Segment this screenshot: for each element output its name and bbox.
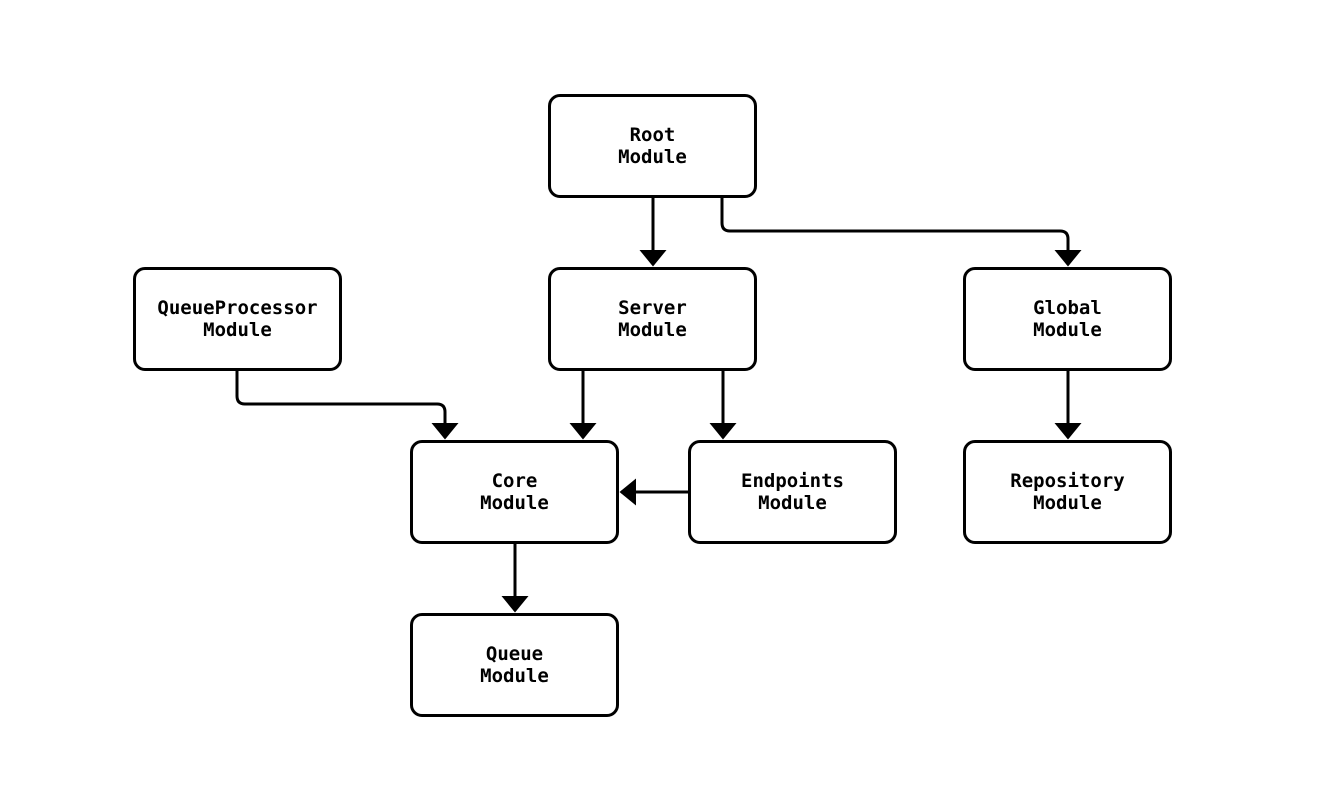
node-label: Repository Module xyxy=(1010,470,1125,514)
node-queueprocessor-module: QueueProcessor Module xyxy=(133,267,342,371)
node-label: Core Module xyxy=(480,470,549,514)
edge-root-to-global xyxy=(720,198,1082,267)
node-label: Root Module xyxy=(618,124,687,168)
node-queue-module: Queue Module xyxy=(410,613,619,717)
node-label: QueueProcessor Module xyxy=(157,297,318,341)
node-repository-module: Repository Module xyxy=(963,440,1172,544)
node-label: Queue Module xyxy=(480,643,549,687)
node-endpoints-module: Endpoints Module xyxy=(688,440,897,544)
node-server-module: Server Module xyxy=(548,267,757,371)
node-label: Server Module xyxy=(618,297,687,341)
edge-queueprocessor-to-core xyxy=(235,371,459,440)
node-global-module: Global Module xyxy=(963,267,1172,371)
node-label: Endpoints Module xyxy=(741,470,844,514)
node-root-module: Root Module xyxy=(548,94,757,198)
node-label: Global Module xyxy=(1033,297,1102,341)
node-core-module: Core Module xyxy=(410,440,619,544)
